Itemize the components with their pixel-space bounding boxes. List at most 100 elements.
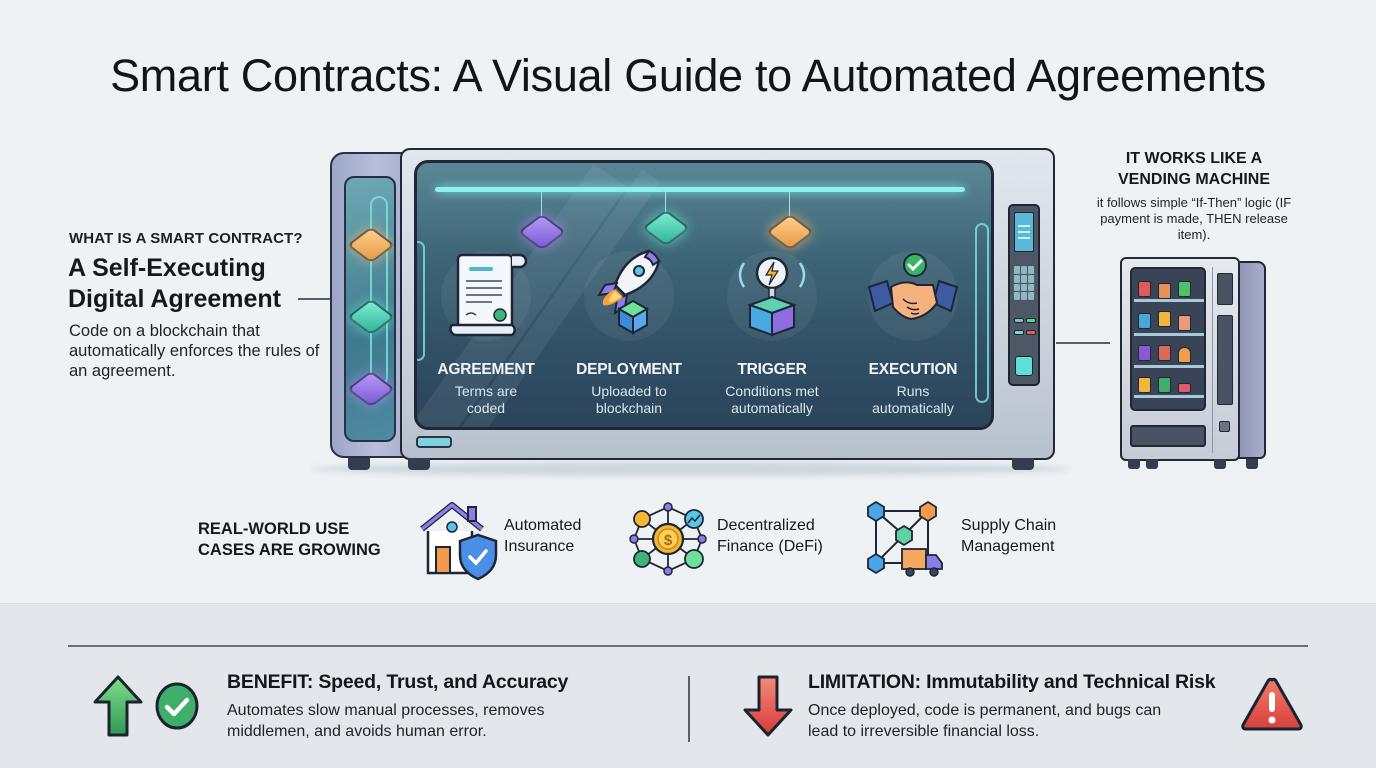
checkmark-circle-icon — [155, 682, 199, 730]
keypad-key — [1014, 292, 1020, 300]
use-case-label-line: Automated — [504, 517, 582, 534]
keypad-key — [1021, 283, 1027, 292]
vending-keypad — [1217, 315, 1233, 405]
keypad-key — [1014, 283, 1020, 292]
panel-button-red — [1026, 330, 1036, 335]
definition-heading: A Self-Executing Digital Agreement — [68, 253, 281, 315]
snack-item — [1158, 283, 1171, 299]
machine-slot — [416, 436, 452, 448]
vending-panel — [1212, 267, 1234, 453]
step-description: Uploaded to blockchain — [559, 383, 699, 417]
section-divider — [68, 645, 1308, 647]
blockchain-rail — [435, 187, 965, 192]
keypad-key — [1014, 274, 1020, 283]
control-panel — [1008, 204, 1040, 386]
keypad-key — [1014, 266, 1020, 274]
circuit-frame — [370, 196, 388, 386]
snack-item — [1158, 311, 1171, 327]
snack-item — [1178, 383, 1191, 393]
limitation-title: LIMITATION: Immutability and Technical R… — [808, 671, 1216, 693]
use-case-label-line: Supply Chain — [961, 517, 1057, 534]
limitation-body-line: lead to irreversible financial loss. — [808, 723, 1040, 740]
shelf — [1134, 395, 1204, 398]
keypad-key — [1028, 283, 1034, 292]
step-desc-line: blockchain — [595, 400, 663, 416]
hanger — [789, 191, 790, 221]
screen-frame-right — [975, 223, 989, 403]
step-desc-line: Runs — [896, 383, 930, 399]
use-case-label: Supply Chain Management — [961, 515, 1056, 557]
keypad-key — [1028, 274, 1034, 283]
dispense-tray — [1130, 425, 1206, 447]
hanger — [665, 191, 666, 221]
machine-foot — [348, 458, 370, 470]
page-title: Smart Contracts: A Visual Guide to Autom… — [110, 50, 1266, 101]
benefit-title: BENEFIT: Speed, Trust, and Accuracy — [227, 671, 569, 693]
benefit-body-line: Automates slow manual processes, removes — [227, 702, 545, 719]
keypad-key — [1028, 266, 1034, 274]
machine-foot — [408, 458, 430, 470]
vending-machine-front — [1120, 257, 1240, 461]
keypad — [1014, 266, 1034, 300]
step-desc-line: automatically — [872, 400, 954, 416]
step-desc-line: coded — [466, 400, 506, 416]
vending-window — [1130, 267, 1206, 411]
use-cases-heading-line1: REAL-WORLD USE — [198, 520, 350, 538]
limitation-body-line: Once deployed, code is permanent, and bu… — [808, 702, 1162, 719]
vending-foot — [1128, 459, 1140, 469]
lifecycle-screen: AGREEMENT Terms are coded DEPLOYMENT — [414, 160, 994, 430]
vending-machine-illustration — [1120, 257, 1270, 471]
panel-button-green — [1026, 318, 1036, 323]
use-case-label-line: Decentralized — [717, 517, 815, 534]
use-case-label-line: Insurance — [504, 538, 575, 555]
snack-item — [1158, 377, 1171, 393]
benefit-body-line: middlemen, and avoids human error. — [227, 723, 487, 740]
benefit-body: Automates slow manual processes, removes… — [227, 700, 544, 742]
analogy-title-line1: IT WORKS LIKE A — [1125, 150, 1263, 167]
analogy-title: IT WORKS LIKE A VENDING MACHINE — [1084, 148, 1304, 190]
connector-line-left — [298, 298, 344, 300]
warning-triangle-icon — [1241, 677, 1303, 731]
machine-shadow — [310, 462, 1070, 476]
supply-chain-icon — [867, 500, 943, 577]
step-label: DEPLOYMENT — [576, 361, 682, 378]
step-desc-line: Terms are — [454, 383, 518, 399]
analogy-body: it follows simple “If-Then” logic (IF pa… — [1096, 195, 1292, 242]
vending-machine-side — [1238, 261, 1266, 459]
hanger — [541, 191, 542, 221]
snack-item — [1138, 281, 1151, 297]
step-label: TRIGGER — [737, 361, 807, 378]
smart-contract-machine: AGREEMENT Terms are coded DEPLOYMENT — [400, 148, 1055, 460]
analogy-title-line2: VENDING MACHINE — [1117, 171, 1270, 188]
snack-item — [1178, 347, 1191, 363]
panel-button — [1014, 330, 1024, 335]
step-desc-line: Conditions met — [725, 383, 819, 399]
snack-item — [1138, 345, 1151, 361]
shelf — [1134, 365, 1204, 368]
rocket-icon — [597, 249, 661, 335]
panel-display — [1014, 212, 1034, 252]
contract-scroll-icon — [449, 253, 528, 337]
step-label: EXECUTION — [868, 361, 958, 378]
keypad-key — [1021, 266, 1027, 274]
vending-foot — [1214, 459, 1226, 469]
use-case-label-line: Finance (DeFi) — [717, 538, 823, 555]
vending-foot — [1246, 459, 1258, 469]
snack-item — [1138, 377, 1151, 393]
step-description: Terms are coded — [417, 383, 556, 417]
step-desc-line: automatically — [731, 400, 813, 416]
svg-text:$: $ — [664, 532, 673, 549]
step-desc-line: Uploaded to — [591, 383, 667, 399]
display-line — [1018, 237, 1030, 239]
definition-kicker: WHAT IS A SMART CONTRACT? — [69, 230, 303, 247]
shelf — [1134, 333, 1204, 336]
definition-body: Code on a blockchain that automatically … — [69, 322, 320, 380]
vending-foot — [1146, 459, 1158, 469]
defi-network-icon: $ — [629, 502, 707, 576]
handshake-icon — [867, 253, 959, 321]
vending-display — [1217, 273, 1233, 305]
arrow-down-icon — [743, 675, 793, 737]
block-cube-icon — [641, 209, 691, 247]
lightning-trigger-icon — [738, 256, 806, 337]
shelf — [1134, 299, 1204, 302]
